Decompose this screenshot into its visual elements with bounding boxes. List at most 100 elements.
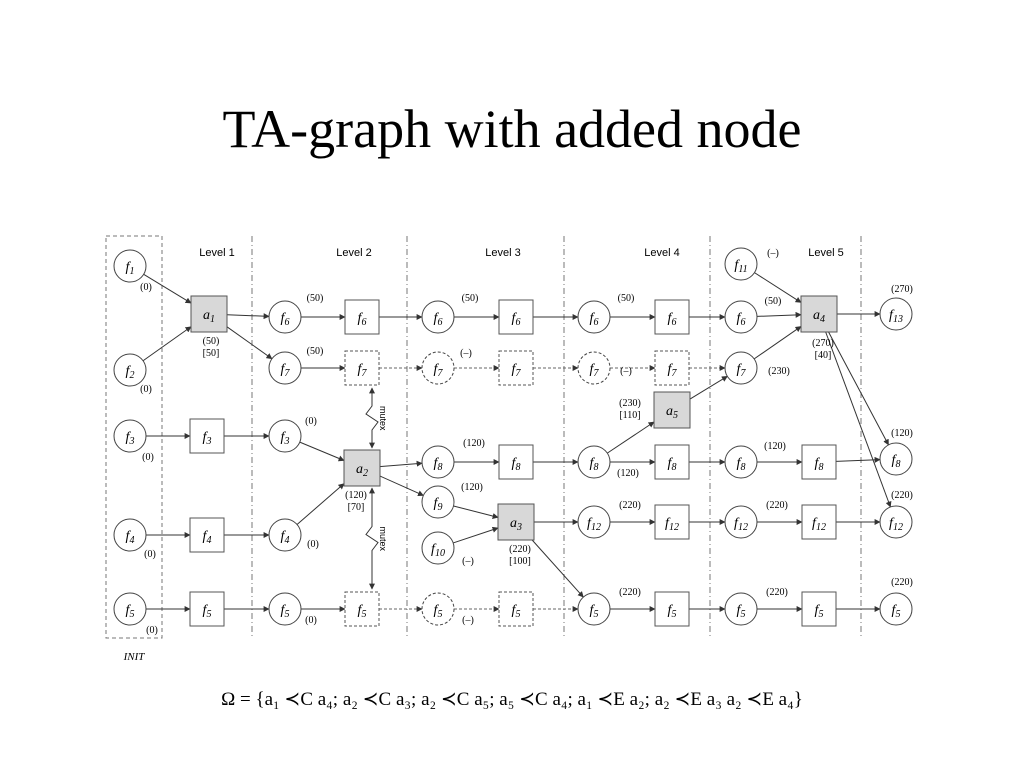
noop-box [189,418,225,454]
fact-circle [879,592,913,626]
fact-circle [113,592,147,626]
node-name: f5 [892,603,901,620]
slide-title: TA-graph with added node [222,99,802,159]
noop-node: f5 [344,591,380,627]
noop-node: f12 [654,504,690,540]
level-header: Level 2 [336,247,371,259]
cost-label: (220) [891,490,913,501]
noop-box [498,350,534,386]
graph-edge [226,326,273,360]
cost-label: (120) [345,490,367,501]
noop-box [654,444,690,480]
node-name: f5 [358,603,367,620]
fact-circle [577,505,611,539]
noop-box [498,444,534,480]
level-header: Level 4 [644,247,679,259]
cost-label: (120) [891,428,913,439]
graph-edge [754,272,802,303]
node-name: f5 [737,603,746,620]
noop-box [498,299,534,335]
fact-circle [724,300,758,334]
noop-box [189,517,225,553]
fact-node: f11 [724,247,758,281]
node-name: f8 [434,456,443,473]
cost-label: (–) [462,615,474,626]
fact-circle [724,247,758,281]
node-name: f6 [434,311,443,328]
fact-circle [577,351,611,385]
fact-node: f6 [421,300,455,334]
noop-node: f6 [654,299,690,335]
fact-node: f6 [268,300,302,334]
graph-edge [828,331,889,446]
fact-node: f1 [113,249,147,283]
cost-label: (50) [618,293,635,304]
node-name: f3 [203,430,212,447]
cost-label: (230) [768,366,790,377]
cost-label: (–) [620,366,632,377]
cost-label: (50) [203,336,220,347]
noop-box [654,504,690,540]
fact-node: f8 [879,442,913,476]
init-label: INIT [123,651,146,663]
node-name: f9 [434,496,443,513]
cost-label: (0) [307,539,319,550]
fact-circle [724,351,758,385]
level-header: Level 1 [199,247,234,259]
action-box [497,503,535,541]
noop-box [801,444,837,480]
noop-node: f5 [654,591,690,627]
fact-node: f3 [268,419,302,453]
node-name: f7 [434,362,444,379]
fact-circle [113,419,147,453]
duration-label: [100] [509,556,531,567]
cost-label: (0) [305,615,317,626]
graph-edge [142,326,192,362]
node-name: f7 [358,362,368,379]
fact-node: f12 [879,505,913,539]
graph-edge [296,483,345,525]
cost-label: (0) [140,384,152,395]
node-name: f7 [590,362,600,379]
fact-circle [113,353,147,387]
graph-edge [379,475,424,496]
mutex-label: mutex [378,406,388,431]
cost-label: (0) [146,625,158,636]
node-name: f4 [203,529,212,546]
mutex-link [365,487,379,590]
noop-box [801,504,837,540]
fact-circle [724,445,758,479]
cost-label: (220) [619,500,641,511]
noop-node: f6 [344,299,380,335]
noop-node: f3 [189,418,225,454]
noop-node: f5 [801,591,837,627]
fact-node: f9 [421,485,455,519]
fact-circle [879,505,913,539]
fact-circle [421,531,455,565]
graph-edge [825,331,892,508]
cost-label: (220) [509,544,531,555]
cost-label: (50) [765,296,782,307]
graph-edge [835,456,881,463]
action-node: a1 [190,295,228,333]
fact-circle [421,592,455,626]
fact-node: f4 [113,518,147,552]
cost-label: (220) [619,587,641,598]
noop-box [344,299,380,335]
level-header: Level 3 [485,247,520,259]
noop-box [498,591,534,627]
cost-label: (–) [767,248,779,259]
noop-node: f5 [498,591,534,627]
fact-node: f3 [113,419,147,453]
action-box [800,295,838,333]
noop-node: f8 [801,444,837,480]
graph-edge [453,526,499,544]
node-name: f7 [737,362,747,379]
fact-node: f12 [577,505,611,539]
node-name: f5 [815,603,824,620]
cost-label: (120) [764,441,786,452]
fact-circle [879,297,913,331]
cost-label: (0) [144,549,156,560]
node-name: f5 [126,603,135,620]
action-node: a3 [497,503,535,541]
